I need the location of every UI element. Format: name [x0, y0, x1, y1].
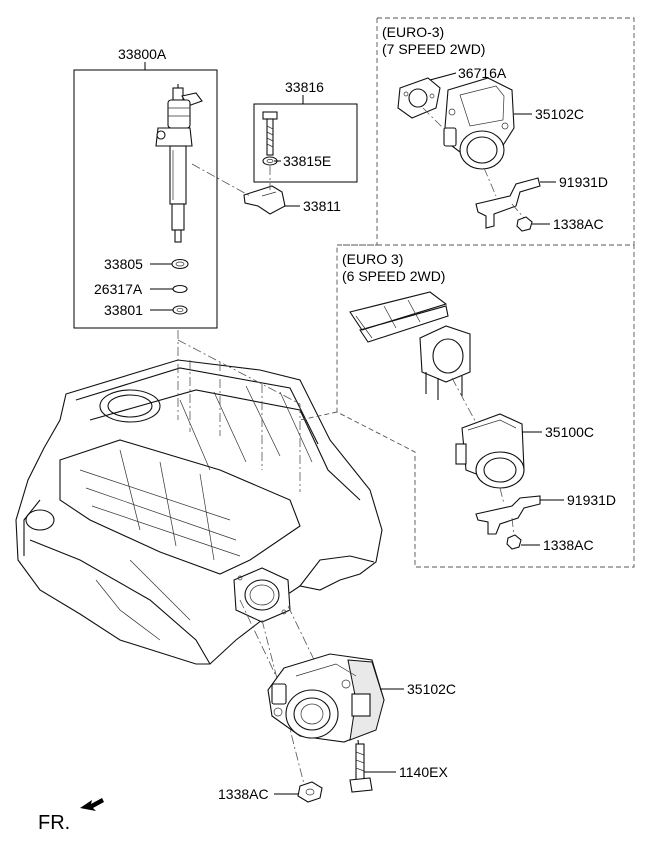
bolt-kit-box — [253, 103, 358, 183]
part-label-35100c: 35100C — [545, 424, 595, 440]
seal-icon — [171, 258, 189, 270]
throttle-body-main-icon — [267, 653, 385, 743]
washer-icon — [172, 305, 188, 315]
group-euro3-6speed-line2: (6 SPEED 2WD) — [342, 268, 446, 284]
part-label-91931d-6spd: 91931D — [567, 492, 617, 508]
bracket-6spd-icon — [475, 495, 541, 535]
part-label-91931d-7spd: 91931D — [559, 174, 609, 190]
part-label-33816: 33816 — [285, 79, 324, 95]
o-ring-icon — [172, 284, 188, 294]
part-label-1140ex: 1140EX — [399, 764, 448, 780]
part-label-33811: 33811 — [303, 198, 341, 214]
part-label-1338ac-main: 1338AC — [218, 786, 269, 802]
throttle-body-7spd-icon — [443, 77, 515, 170]
group-euro3-7speed-line1: (EURO-3) — [382, 24, 445, 40]
part-label-35102c-main: 35102C — [407, 681, 457, 697]
part-label-33805: 33805 — [104, 256, 143, 272]
part-label-1338ac-7spd: 1338AC — [553, 216, 604, 232]
part-label-33815e: 33815E — [283, 153, 332, 169]
nut-6spd-icon — [506, 534, 522, 550]
front-direction-label: FR. — [38, 812, 71, 834]
front-arrow-icon — [80, 798, 104, 811]
group-euro3-6speed-line1: (EURO 3) — [342, 251, 404, 267]
intake-manifold-icon — [349, 291, 471, 400]
part-label-36716a: 36716A — [458, 65, 507, 81]
injector-icon — [155, 84, 203, 243]
euro3-7speed-dashed-box — [377, 17, 635, 245]
part-label-1338ac-6spd: 1338AC — [543, 537, 594, 553]
part-label-26317a: 26317A — [94, 281, 143, 297]
bolt-1140ex-icon — [349, 739, 373, 793]
part-label-33801: 33801 — [104, 302, 143, 318]
part-label-35102c-7spd: 35102C — [535, 106, 585, 122]
part-label-33800a: 33800A — [118, 46, 167, 62]
group-euro3-7speed-line2: (7 SPEED 2WD) — [382, 41, 486, 57]
nut-7spd-icon — [516, 216, 533, 232]
bracket-7spd-icon — [475, 177, 541, 229]
bolt-icon — [262, 111, 278, 156]
engine-block-icon — [15, 359, 383, 665]
clamp-icon — [243, 185, 286, 215]
throttle-body-6spd-icon — [455, 413, 525, 489]
nut-main-icon — [297, 781, 323, 803]
gasket-icon — [397, 77, 441, 119]
